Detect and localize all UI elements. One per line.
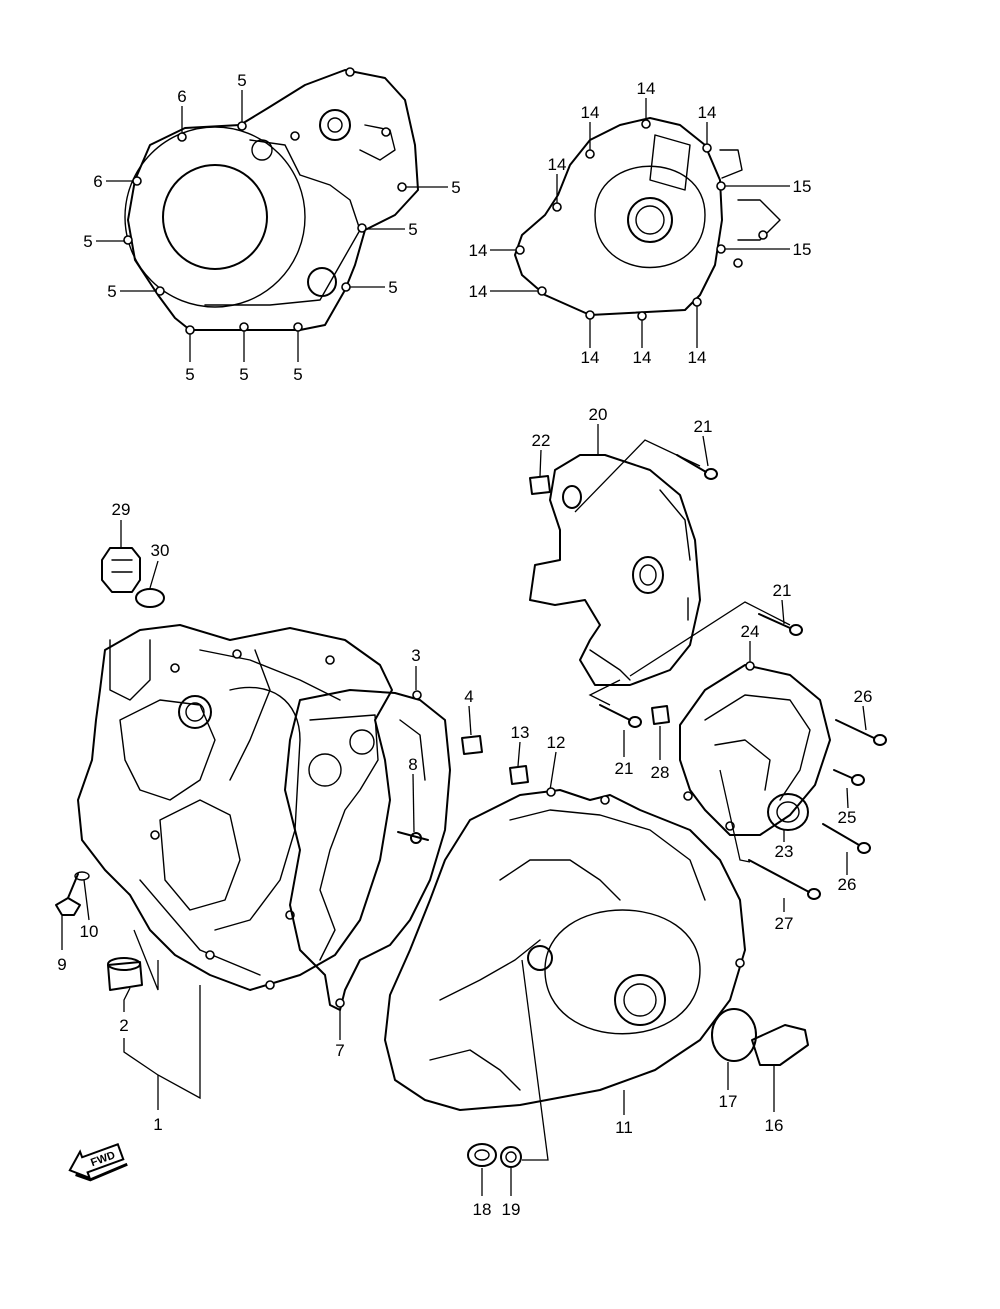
callout-28: 28 bbox=[651, 763, 670, 782]
callout-14: 14 bbox=[469, 282, 488, 301]
sprocket-cover bbox=[529, 454, 803, 728]
callout-21: 21 bbox=[694, 417, 713, 436]
callout-14: 14 bbox=[698, 103, 717, 122]
callout-17: 17 bbox=[719, 1092, 738, 1111]
callout-5: 5 bbox=[107, 282, 116, 301]
callout-9: 9 bbox=[57, 955, 66, 974]
generator-cover-parts bbox=[467, 1008, 809, 1168]
fastener-parts-left bbox=[55, 735, 529, 991]
generator-cover-leaders bbox=[490, 98, 790, 348]
callout-12: 12 bbox=[547, 733, 566, 752]
callout-22: 22 bbox=[532, 431, 551, 450]
generator-cover bbox=[384, 787, 746, 1111]
callout-23: 23 bbox=[775, 842, 794, 861]
callout-10: 10 bbox=[80, 922, 99, 941]
callout-21: 21 bbox=[773, 581, 792, 600]
callout-3: 3 bbox=[411, 646, 420, 665]
callout-7: 7 bbox=[335, 1041, 344, 1060]
callout-26: 26 bbox=[838, 875, 857, 894]
callout-14: 14 bbox=[688, 348, 707, 367]
water-pump-leaders bbox=[719, 641, 867, 912]
callout-27: 27 bbox=[775, 914, 794, 933]
crankcase-leaders bbox=[61, 520, 557, 1110]
callout-14: 14 bbox=[637, 79, 656, 98]
callout-15: 15 bbox=[793, 177, 812, 196]
callout-21: 21 bbox=[615, 759, 634, 778]
callout-5: 5 bbox=[408, 220, 417, 239]
clutch-cover-leaders bbox=[96, 90, 448, 362]
callout-14: 14 bbox=[633, 348, 652, 367]
callout-30: 30 bbox=[151, 541, 170, 560]
callout-14: 14 bbox=[581, 103, 600, 122]
callout-6: 6 bbox=[177, 87, 186, 106]
callout-15: 15 bbox=[793, 240, 812, 259]
callout-5: 5 bbox=[237, 71, 246, 90]
callout-26: 26 bbox=[854, 687, 873, 706]
callout-13: 13 bbox=[511, 723, 530, 742]
generator-cover-outline-view bbox=[514, 117, 781, 321]
callout-5: 5 bbox=[388, 278, 397, 297]
sprocket-cover-leaders bbox=[539, 424, 791, 760]
fwd-arrow-icon: FWD bbox=[68, 1142, 128, 1182]
callout-11: 11 bbox=[615, 1118, 633, 1137]
clutch-cover-outline-view bbox=[123, 67, 419, 335]
callout-1: 1 bbox=[153, 1115, 162, 1134]
callout-25: 25 bbox=[838, 808, 857, 827]
callout-16: 16 bbox=[765, 1116, 784, 1135]
callout-6: 6 bbox=[93, 172, 102, 191]
callout-24: 24 bbox=[741, 622, 760, 641]
callout-14: 14 bbox=[469, 241, 488, 260]
callout-19: 19 bbox=[502, 1200, 521, 1219]
callout-20: 20 bbox=[589, 405, 608, 424]
callout-2: 2 bbox=[119, 1016, 128, 1035]
water-pump-cover bbox=[679, 661, 887, 900]
callout-5: 5 bbox=[83, 232, 92, 251]
callout-5: 5 bbox=[239, 365, 248, 384]
callout-4: 4 bbox=[464, 687, 473, 706]
crankcase-gasket bbox=[284, 689, 451, 1011]
oil-filler-cap bbox=[101, 547, 165, 608]
generator-cover-leaders bbox=[481, 959, 775, 1196]
callout-5: 5 bbox=[185, 365, 194, 384]
callout-14: 14 bbox=[581, 348, 600, 367]
callout-5: 5 bbox=[451, 178, 460, 197]
crankcase bbox=[77, 624, 393, 991]
callout-29: 29 bbox=[112, 500, 131, 519]
callout-18: 18 bbox=[473, 1200, 492, 1219]
callout-5: 5 bbox=[293, 365, 302, 384]
callout-8: 8 bbox=[408, 755, 417, 774]
callout-14: 14 bbox=[548, 155, 567, 174]
